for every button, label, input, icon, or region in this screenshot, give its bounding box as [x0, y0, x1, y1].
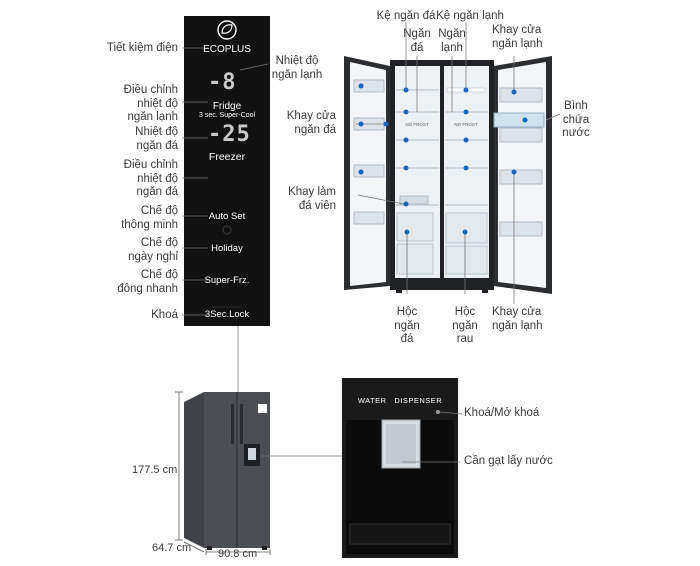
label-ke-ngan-lanh: Kệ ngăn lạnh: [436, 10, 504, 22]
label-ngan-lanh: Ngăn lạnh: [438, 28, 466, 54]
holiday-button-label: Holiday: [211, 243, 243, 254]
label-dieu-chinh-ngan-da: Điều chỉnh nhiệt độ ngăn đá: [123, 159, 178, 198]
label-che-do-dong-nhanh: Chế độ đông nhanh: [117, 269, 178, 295]
callout-dots: [358, 83, 528, 235]
label-ngan-da: Ngăn đá: [403, 28, 431, 54]
fridge-button-label: Fridge: [212, 101, 242, 112]
label-khoa: Khoá: [151, 309, 178, 321]
holiday-faint-icon: [222, 225, 232, 235]
fridge-leader-lines: [356, 22, 561, 304]
freezer-button-label: Freezer: [208, 151, 246, 163]
fridge-temp-display: -8: [208, 70, 237, 95]
open-fridge-drawing: [344, 56, 552, 294]
dimension-lines: [175, 391, 271, 555]
no-frost-badge-left: NO FROST: [405, 122, 429, 127]
leaf-icon: [217, 20, 237, 40]
label-ke-ngan-da: Kệ ngăn đá: [376, 10, 436, 22]
fridge-super-cool-label: 3 sec. Super-Cool: [198, 112, 256, 119]
dimension-height: 177.5 cm: [132, 464, 178, 476]
label-binh-chua-nuoc: Bình chứa nước: [562, 100, 590, 139]
label-hoc-ngan-rau: Hộc ngăn rau: [452, 306, 478, 345]
label-khay-lam-da-vien: Khay làm đá viên: [288, 186, 336, 212]
label-khay-cua-ngan-da: Khay cửa ngăn đá: [286, 110, 336, 136]
no-frost-badge-right: NO FROST: [454, 122, 478, 127]
label-can-gat-lay-nuoc: Cần gạt lấy nước: [464, 455, 553, 467]
label-khay-cua-ngan-lanh-bottom: Khay cửa ngăn lạnh: [492, 306, 543, 332]
label-che-do-ngay-nghi: Chế độ ngày nghỉ: [128, 237, 178, 263]
dispenser-leader-lines: [402, 411, 463, 463]
freezer-temp-display: -25: [208, 122, 251, 147]
label-hoc-ngan-da: Hộc ngăn đá: [394, 306, 420, 345]
label-nhiet-do-ngan-lanh: Nhiệt độ ngăn lạnh: [271, 55, 323, 81]
label-che-do-thong-minh: Chế độ thông minh: [121, 205, 178, 231]
lock-button-label: 3Sec.Lock: [204, 309, 250, 320]
ecoplus-label: ECOPLUS: [203, 44, 251, 55]
label-khoa-mo-khoa: Khoá/Mở khoá: [464, 407, 540, 419]
dispenser-drawing: [342, 378, 458, 558]
label-dieu-chinh-ngan-lanh: Điều chỉnh nhiệt độ ngăn lạnh: [123, 84, 178, 123]
water-dispenser-title: WATER DISPENSER: [357, 396, 443, 405]
dimension-depth: 64.7 cm: [152, 542, 192, 554]
dimension-width: 90.8 cm: [218, 548, 258, 560]
closed-fridge-drawing: [184, 392, 270, 550]
auto-set-button-label: Auto Set: [208, 211, 246, 222]
label-khay-cua-ngan-lanh-top: Khay cửa ngăn lạnh: [492, 24, 543, 50]
super-frz-button-label: Super-Frz.: [204, 275, 250, 286]
control-panel-body: [184, 16, 270, 326]
panel-leader-lines: [182, 47, 269, 405]
label-nhiet-do-ngan-da: Nhiệt độ ngăn đá: [135, 126, 178, 152]
label-tiet-kiem-dien: Tiết kiệm điện: [106, 42, 178, 54]
